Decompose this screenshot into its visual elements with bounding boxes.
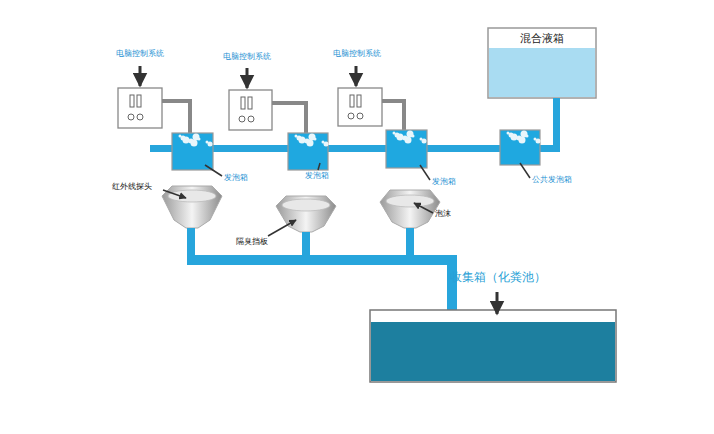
control-label: 电脑控制系统: [333, 50, 381, 59]
foam-bubble: [526, 135, 529, 138]
foam-bubble: [519, 137, 526, 144]
baffle-label: 隔臭挡板: [236, 238, 268, 247]
foam-box-label: 发泡箱: [305, 172, 329, 181]
foam-bubble: [521, 131, 528, 138]
foam-bubble: [193, 134, 200, 141]
foam-bubble: [314, 138, 317, 141]
foam-bubble: [324, 142, 329, 147]
control-label: 电脑控制系统: [223, 53, 271, 62]
foam-bubble: [191, 140, 198, 147]
foam-bubble: [198, 138, 201, 141]
tank-label: 混合液箱: [520, 31, 564, 46]
foam-bubble: [511, 134, 518, 141]
foam-bubble: [309, 134, 316, 141]
foam-bubble: [183, 137, 190, 144]
foam-label: 泡沫: [435, 210, 451, 219]
foam-bubble: [536, 139, 541, 144]
shared-foam-box-label: 公共发泡箱: [532, 176, 572, 185]
foam-box-label: 发泡箱: [432, 178, 456, 187]
foam-bubble: [422, 139, 427, 144]
sensor-label: 红外线探头: [112, 183, 152, 192]
foam-bubble: [397, 134, 404, 141]
control-label: 电脑控制系统: [116, 50, 164, 59]
collection-tank: 收集箱（化粪池）: [370, 310, 616, 382]
foam-box-label: 发泡箱: [224, 174, 248, 183]
foam-bubble: [407, 131, 414, 138]
foam-bubble: [208, 142, 213, 147]
foam-bubble: [307, 140, 314, 147]
foam-bubble: [412, 135, 415, 138]
mixing-tank: 混合液箱: [488, 28, 596, 98]
foam-bubble: [299, 137, 306, 144]
tank-label: 收集箱（化粪池）: [450, 269, 546, 286]
foam-bubble: [405, 137, 412, 144]
